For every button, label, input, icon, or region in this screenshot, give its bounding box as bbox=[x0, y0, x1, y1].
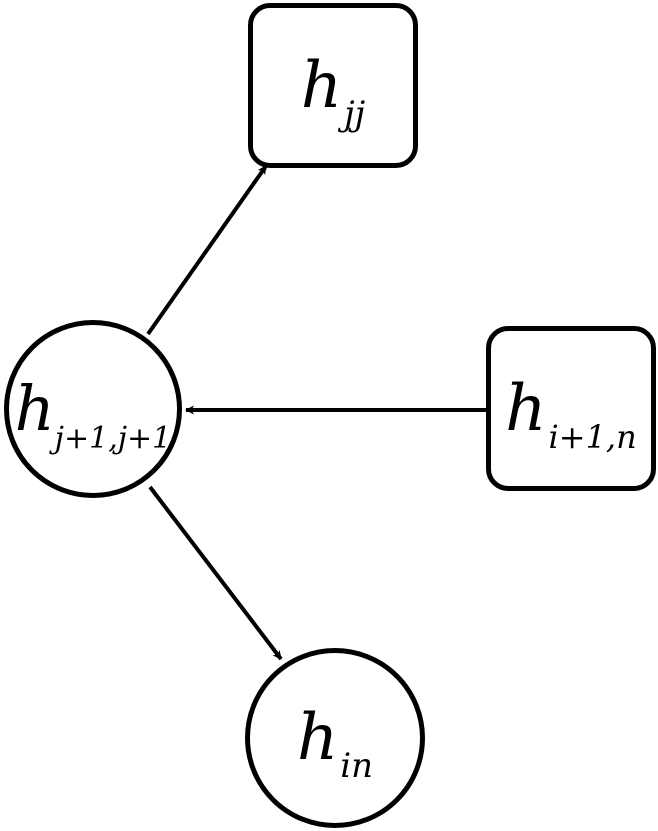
edge-hj1-to-hin bbox=[148, 485, 283, 661]
node-label-main: h bbox=[14, 372, 55, 445]
node-label-subscript: jj bbox=[344, 93, 366, 134]
node-label-main: h bbox=[297, 701, 339, 775]
node-label-subscript: i+1,n bbox=[548, 417, 637, 456]
node-label-subscript: in bbox=[340, 746, 373, 786]
node-label-subscript: j+1,j+1 bbox=[54, 421, 172, 456]
edge-hj1-to-hjj bbox=[146, 164, 268, 336]
node-label-main: h bbox=[300, 48, 343, 123]
node-label-main: h bbox=[505, 371, 547, 446]
